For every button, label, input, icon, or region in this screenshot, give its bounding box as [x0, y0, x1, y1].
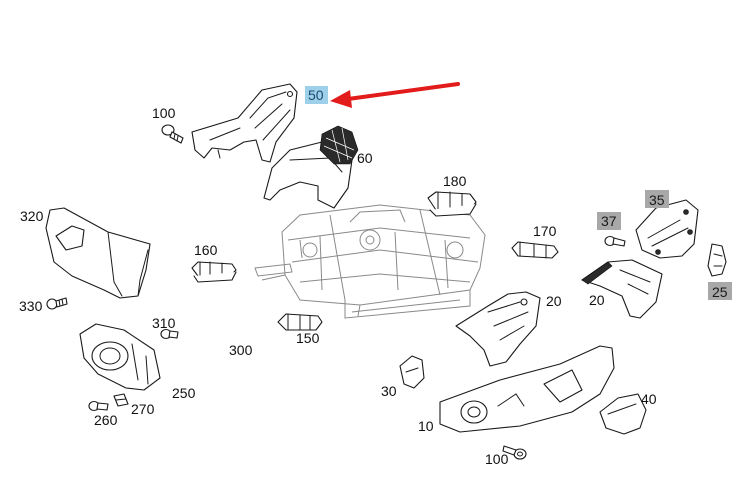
part-320-side-cover[interactable]	[45, 207, 151, 299]
label-180: 180	[443, 173, 467, 189]
label-270: 270	[131, 401, 155, 417]
label-20-right: 20	[589, 292, 605, 308]
label-300: 300	[229, 342, 253, 358]
part-37-screw[interactable]	[604, 235, 626, 247]
label-330: 330	[19, 298, 43, 314]
badge-37-gray	[597, 212, 621, 230]
badge-25-gray	[708, 282, 732, 300]
part-20-trim-center[interactable]	[455, 291, 541, 367]
label-40: 40	[641, 391, 657, 407]
label-35: 35	[649, 192, 665, 208]
part-30-bracket[interactable]	[399, 355, 425, 389]
label-25: 25	[712, 284, 728, 300]
label-170: 170	[533, 223, 557, 239]
part-180-clip[interactable]	[427, 191, 477, 217]
part-160-clip[interactable]	[191, 261, 237, 283]
label-20-center: 20	[546, 293, 562, 309]
label-310: 310	[152, 315, 176, 331]
label-50: 50	[308, 87, 324, 103]
seat-frame	[254, 204, 486, 319]
part-60-switch-housing[interactable]	[263, 125, 359, 209]
part-25-bracket[interactable]	[707, 243, 727, 277]
label-10: 10	[418, 418, 434, 434]
part-100-bolt-top[interactable]	[161, 124, 184, 144]
label-150: 150	[296, 330, 320, 346]
label-250: 250	[172, 385, 196, 401]
badge-35-gray	[645, 190, 669, 208]
part-50-side-trim[interactable]	[191, 83, 298, 163]
label-60: 60	[357, 150, 373, 166]
pointer-arrow	[330, 82, 460, 108]
part-10-outer-trim[interactable]	[439, 345, 615, 433]
badge-50-highlight	[305, 86, 328, 104]
part-310-plug[interactable]	[160, 328, 179, 340]
part-170-clip[interactable]	[511, 241, 559, 259]
part-150-clip[interactable]	[277, 313, 323, 331]
part-330-screw[interactable]	[46, 297, 68, 310]
part-40-cap[interactable]	[599, 393, 647, 435]
part-270-clip[interactable]	[113, 393, 129, 407]
part-250-cable-guide[interactable]	[79, 323, 161, 391]
label-37: 37	[601, 213, 617, 229]
label-100-top: 100	[152, 105, 176, 121]
label-320: 320	[20, 208, 44, 224]
label-30: 30	[381, 383, 397, 399]
part-20-trim-right[interactable]	[581, 259, 663, 319]
part-260-screw[interactable]	[88, 400, 109, 412]
part-35-switch-cover[interactable]	[635, 199, 699, 259]
label-260: 260	[94, 412, 118, 428]
part-100-bolt-bottom[interactable]	[502, 445, 527, 460]
label-160: 160	[194, 242, 218, 258]
label-100-bottom: 100	[485, 451, 509, 467]
